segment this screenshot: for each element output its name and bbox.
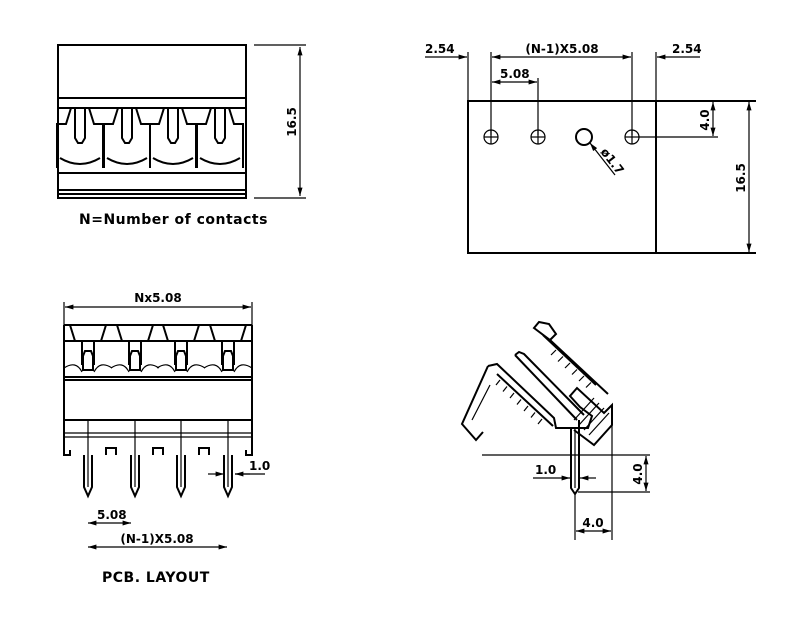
- pcb-pin-1: [83, 455, 93, 499]
- front-caption: N=Number of contacts: [79, 212, 268, 228]
- pcb-width-dim: Nx5.08: [134, 291, 181, 305]
- rib-lower-3: [509, 392, 515, 399]
- side-ribs: [495, 349, 610, 436]
- rib-upper-1: [550, 349, 557, 356]
- rib-upper-6: [585, 382, 592, 388]
- pcb-view: Nx5.08 1.0 5.08 (N-1)X5.08 PCB. LAYOUT: [63, 291, 270, 586]
- offset-dim: 4.0: [698, 109, 712, 130]
- pcb-contact-1: [63, 324, 117, 499]
- rib-block-2: [578, 402, 600, 426]
- rib-lower-5: [523, 405, 529, 412]
- pcb-contacts: [63, 324, 253, 499]
- span-dim: (N-1)X5.08: [525, 42, 598, 56]
- front-contact-2: [103, 107, 151, 168]
- right-margin-dim: 2.54: [672, 42, 702, 56]
- front-height-dim: 16.5: [285, 107, 299, 137]
- hole-1: [483, 129, 499, 145]
- front-contact-3: [149, 107, 197, 168]
- pcb-caption: PCB. LAYOUT: [102, 570, 210, 586]
- hole-3: [575, 128, 593, 146]
- rib-lower-6: [530, 412, 536, 418]
- pcb-contact-2: [110, 324, 164, 499]
- pitch-dim: 5.08: [500, 67, 530, 81]
- rib-block-3: [583, 407, 605, 431]
- side-pin-length-dim: 4.0: [631, 463, 645, 484]
- pcb-pin-2: [130, 455, 140, 499]
- pcb-span-dim: (N-1)X5.08: [120, 532, 193, 546]
- hole-2: [530, 129, 546, 145]
- pcb-contact-4: [203, 324, 253, 499]
- rib-upper-3: [564, 362, 571, 369]
- side-pin-width-dim: 1.0: [535, 463, 556, 477]
- rib-block-4: [588, 412, 610, 436]
- footprint-view: 2.54 (N-1)X5.08 2.54 5.08 4.0 16.5 ø1.7: [425, 42, 756, 254]
- hole-4: [624, 129, 640, 145]
- side-pin-offset-dim: 4.0: [582, 516, 603, 530]
- pcb-pitch-dim: 5.08: [97, 508, 127, 522]
- side-view: 1.0 4.0 4.0: [460, 320, 650, 540]
- front-contact-4: [196, 107, 244, 168]
- front-contact-1: [56, 107, 104, 168]
- rib-lower-2: [502, 386, 508, 392]
- rib-upper-4: [571, 369, 578, 375]
- rib-upper-5: [578, 375, 585, 382]
- footprint-height-dim: 16.5: [734, 163, 748, 193]
- pcb-pin-3: [176, 455, 186, 499]
- front-contacts: [56, 107, 244, 168]
- front-view: 16.5 N=Number of contacts: [56, 44, 306, 228]
- rib-lower-7: [537, 418, 543, 425]
- left-margin-dim: 2.54: [425, 42, 455, 56]
- hole-diameter-dim: ø1.7: [598, 145, 627, 177]
- rib-upper-2: [557, 356, 564, 362]
- pcb-contact-3: [156, 324, 210, 499]
- pcb-pin-4: [223, 455, 233, 499]
- pcb-pin-width-dim: 1.0: [249, 459, 270, 473]
- rib-lower-4: [516, 399, 522, 405]
- rib-block-1: [573, 397, 595, 421]
- rib-lower-1: [495, 379, 501, 386]
